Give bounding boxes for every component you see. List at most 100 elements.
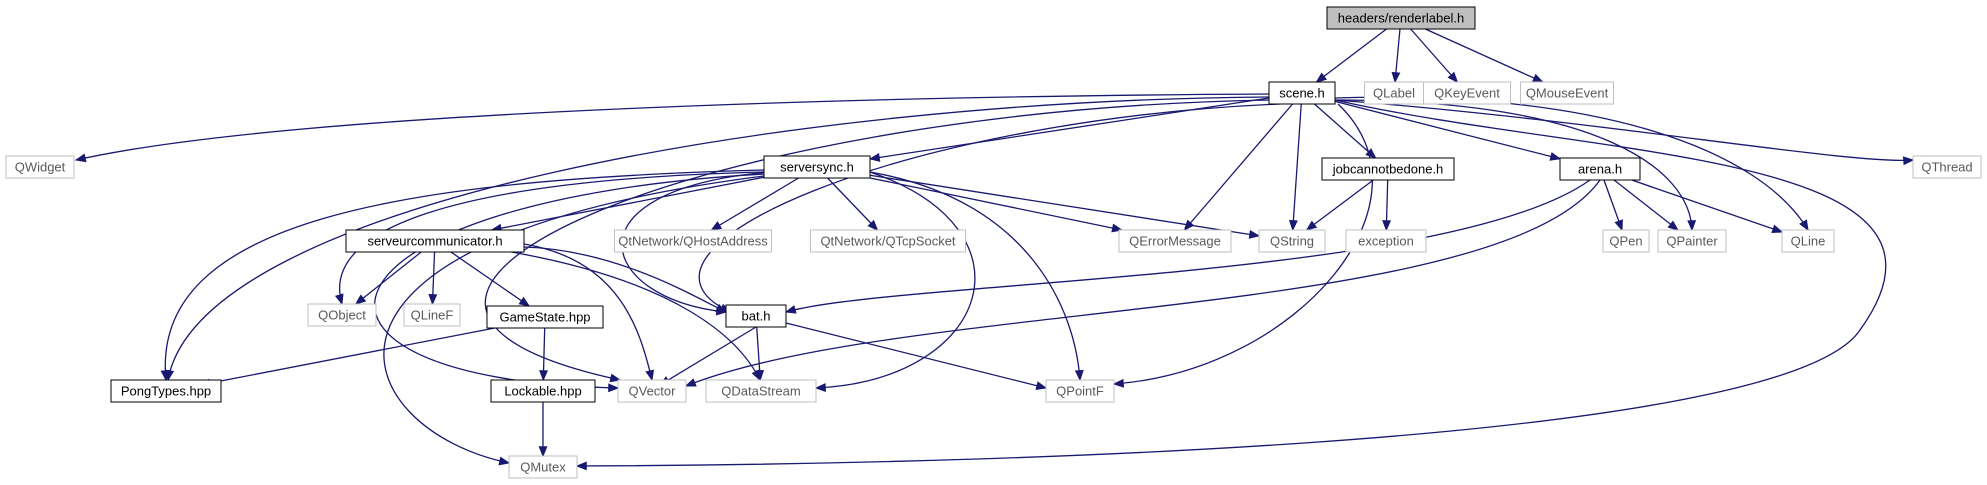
node-qmutex: QMutex bbox=[508, 455, 578, 479]
edges-layer bbox=[74, 28, 1915, 471]
edge-line bbox=[383, 175, 765, 464]
arrowhead-icon bbox=[1687, 220, 1697, 232]
arrowhead-icon bbox=[74, 153, 87, 163]
node-label: QWidget bbox=[15, 159, 66, 174]
node-label: QPen bbox=[1609, 233, 1642, 248]
arrowhead-icon bbox=[784, 305, 797, 314]
edge-serveurcommunicator-to-gamestate bbox=[450, 251, 531, 307]
arrowhead-icon bbox=[1667, 220, 1680, 231]
node-box bbox=[810, 229, 966, 253]
node-box bbox=[1657, 229, 1727, 253]
arrowhead-icon bbox=[575, 461, 587, 471]
edge-line bbox=[1314, 103, 1376, 159]
node-qkeyevent: QKeyEvent bbox=[1423, 81, 1511, 105]
node-box bbox=[5, 155, 75, 179]
arrowhead-icon bbox=[1315, 72, 1328, 83]
node-box bbox=[1118, 229, 1232, 253]
node-box bbox=[1602, 229, 1650, 253]
node-box bbox=[1423, 81, 1511, 105]
arrowhead-icon bbox=[1614, 219, 1623, 232]
edge-scene-to-qerrormessage bbox=[1183, 103, 1294, 232]
edge-line bbox=[1410, 28, 1458, 83]
edge-line bbox=[1292, 103, 1302, 231]
edge-scene-to-qthread bbox=[1334, 99, 1915, 166]
node-qobject: QObject bbox=[307, 303, 377, 327]
node-scene[interactable]: scene.h bbox=[1268, 81, 1336, 105]
node-box bbox=[705, 379, 817, 403]
node-qmouseevent: QMouseEvent bbox=[1520, 81, 1614, 105]
edge-line bbox=[484, 99, 1271, 381]
arrowhead-icon bbox=[428, 294, 438, 306]
edge-jobcannotbedone-to-exception bbox=[1382, 179, 1392, 232]
arrowhead-icon bbox=[1074, 369, 1084, 382]
edge-line bbox=[869, 177, 1122, 231]
node-label: headers/renderlabel.h bbox=[1338, 10, 1464, 25]
node-qvector: QVector bbox=[617, 379, 687, 403]
edge-arena-to-qpainter bbox=[1613, 179, 1680, 231]
node-arena[interactable]: arena.h bbox=[1559, 157, 1641, 181]
edge-bat-to-qvector bbox=[658, 326, 757, 386]
node-label: QLabel bbox=[1373, 85, 1415, 100]
node-qerrormessage: QErrorMessage bbox=[1118, 229, 1232, 253]
edge-arena-to-qpen bbox=[1603, 179, 1623, 232]
edge-serversync-to-qstring bbox=[869, 174, 1261, 239]
edge-line bbox=[199, 326, 501, 386]
node-renderlabel[interactable]: headers/renderlabel.h bbox=[1326, 6, 1476, 30]
edge-scene-to-qpointf bbox=[1112, 103, 1373, 388]
node-serveurcommunicator[interactable]: serveurcommunicator.h bbox=[345, 229, 525, 253]
edge-renderlabel-to-qmouseevent bbox=[1425, 28, 1544, 83]
node-label: QVector bbox=[629, 383, 677, 398]
edge-scene-to-qwidget bbox=[74, 93, 1270, 163]
node-pongtypes[interactable]: PongTypes.hpp bbox=[110, 379, 222, 403]
node-lockable[interactable]: Lockable.hpp bbox=[490, 379, 596, 403]
node-box bbox=[1559, 157, 1641, 181]
edge-line bbox=[869, 174, 1260, 237]
edge-line bbox=[450, 251, 530, 307]
node-jobcannotbedone[interactable]: jobcannotbedone.h bbox=[1321, 157, 1455, 181]
node-box bbox=[1781, 229, 1835, 253]
node-label: QLineF bbox=[411, 307, 454, 322]
edge-line bbox=[711, 177, 799, 231]
node-qpainter: QPainter bbox=[1657, 229, 1727, 253]
edge-line bbox=[1631, 179, 1783, 233]
node-gamestate[interactable]: GameState.hpp bbox=[486, 305, 604, 329]
node-label: Lockable.hpp bbox=[504, 383, 581, 398]
edge-serversync-to-pongtypes bbox=[160, 169, 765, 382]
node-qpen: QPen bbox=[1602, 229, 1650, 253]
node-qpointf: QPointF bbox=[1045, 379, 1115, 403]
arrowhead-icon bbox=[1305, 220, 1318, 231]
arrowhead-icon bbox=[1447, 71, 1459, 84]
node-label: QString bbox=[1270, 233, 1314, 248]
node-label: jobcannotbedone.h bbox=[1332, 161, 1444, 176]
node-label: GameState.hpp bbox=[499, 309, 590, 324]
edge-line bbox=[523, 243, 653, 381]
arrowhead-icon bbox=[160, 369, 170, 382]
node-serversync[interactable]: serversync.h bbox=[763, 155, 871, 179]
node-label: QMouseEvent bbox=[1526, 85, 1609, 100]
node-qhostaddress: QtNetwork/QHostAddress bbox=[614, 229, 772, 253]
arrowhead-icon bbox=[755, 369, 765, 382]
node-box bbox=[508, 455, 578, 479]
edge-serversync-to-qtcpsocket bbox=[827, 177, 879, 231]
edge-line bbox=[685, 179, 1601, 387]
edge-scene-to-jobcannotbedone bbox=[1314, 103, 1377, 159]
edge-line bbox=[1334, 100, 1561, 160]
edge-jobcannotbedone-to-qstring bbox=[1305, 179, 1374, 231]
node-qstring: QString bbox=[1258, 229, 1326, 253]
node-box bbox=[1326, 6, 1476, 30]
arrowhead-icon bbox=[518, 296, 531, 307]
edge-line bbox=[1425, 28, 1543, 83]
arrowhead-icon bbox=[1771, 224, 1784, 234]
node-box bbox=[1912, 155, 1982, 179]
edge-line bbox=[785, 179, 1591, 313]
arrowhead-icon bbox=[608, 383, 620, 393]
node-box bbox=[617, 379, 687, 403]
node-qwidget: QWidget bbox=[5, 155, 75, 179]
edge-line bbox=[1334, 99, 1914, 162]
node-bat[interactable]: bat.h bbox=[725, 304, 787, 328]
arrowhead-icon bbox=[538, 446, 548, 458]
node-label: scene.h bbox=[1279, 85, 1325, 100]
node-label: QKeyEvent bbox=[1434, 85, 1500, 100]
node-label: QLine bbox=[1791, 233, 1826, 248]
edge-scene-to-qstring bbox=[1288, 103, 1302, 232]
